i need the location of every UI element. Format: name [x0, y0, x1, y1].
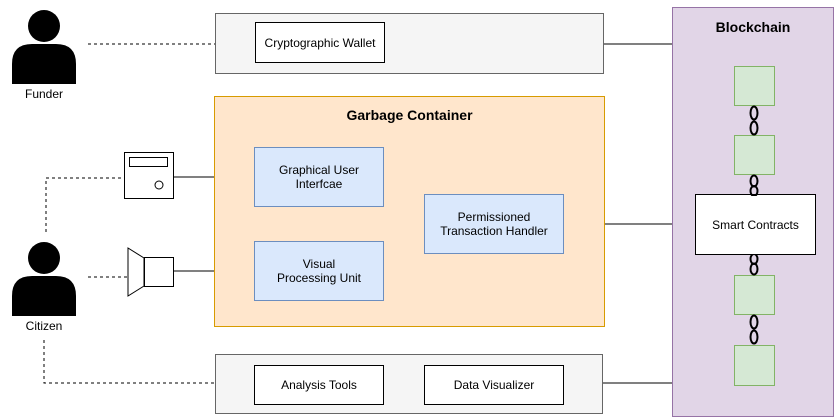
permissioned-transaction-handler: Permissioned Transaction Handler: [424, 194, 564, 254]
citizen-label: Citizen: [25, 319, 63, 333]
chain-link-icon: [749, 105, 759, 136]
block: [734, 135, 775, 175]
person-icon: [12, 242, 76, 316]
chain-link-icon: [749, 174, 759, 196]
blockchain-title: Blockchain: [715, 19, 791, 35]
visual-processing-unit: Visual Processing Unit: [254, 241, 384, 301]
smart-contracts: Smart Contracts: [695, 194, 816, 255]
speaker-icon: [127, 247, 174, 297]
chain-link-icon: [749, 314, 759, 345]
block: [734, 66, 775, 106]
citizen-tools-link: [43, 340, 215, 384]
data-visualizer: Data Visualizer: [424, 365, 564, 405]
cryptographic-wallet: Cryptographic Wallet: [255, 22, 385, 63]
person-icon: [12, 10, 76, 84]
display-device-icon: [124, 152, 174, 199]
block: [734, 275, 775, 315]
graphical-user-interface: Graphical User Interfcae: [254, 147, 384, 207]
block: [734, 345, 775, 386]
chain-link-icon: [749, 254, 759, 276]
citizen-display-link: [45, 177, 124, 232]
garbage-container-title: Garbage Container: [346, 107, 473, 123]
funder-label: Funder: [24, 87, 64, 101]
analysis-tools: Analysis Tools: [254, 365, 384, 405]
